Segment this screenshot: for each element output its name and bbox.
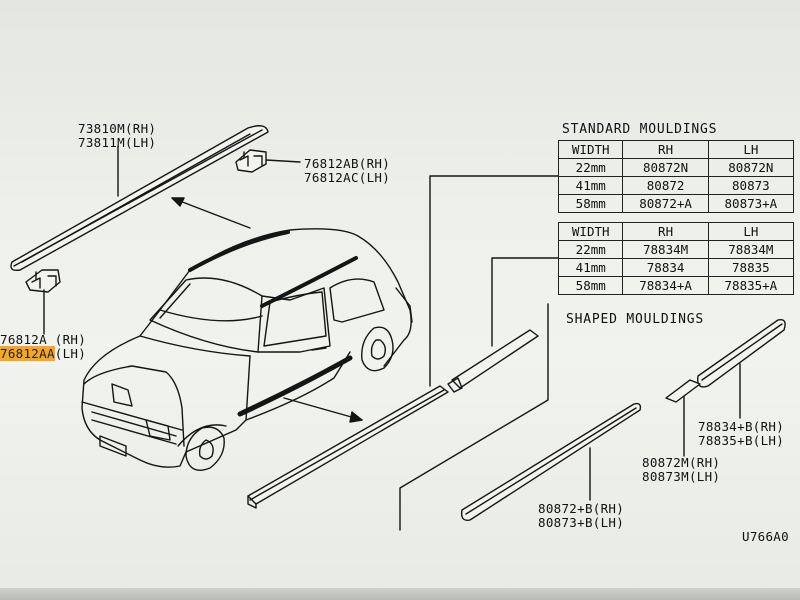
roof-moulding-label-lh: 73811M(LH) [78, 135, 157, 150]
table-row: 22mm 80872N 80872N [557, 158, 795, 177]
roof-moulding-label-rh: 73810M(RH) [78, 121, 157, 136]
table2-header-rh: RH [622, 222, 709, 241]
standard-table-2: WIDTH RH LH 22mm 78834M 78834M 41mm 7883… [557, 222, 795, 295]
roof-moulding-part [10, 125, 269, 272]
table1-header-width: WIDTH [557, 140, 624, 159]
shaped-upper-label-lh: 78835+B(LH) [698, 433, 785, 448]
shaped-upper-label-rh: 78834+B(RH) [698, 419, 785, 434]
table2-cell: 78834+A [622, 276, 709, 295]
table-row: 22mm 78834M 78834M [557, 240, 795, 259]
clip-left-label-lh: 76812AA(LH) [0, 346, 87, 361]
shaped-mid-label-lh: 80873M(LH) [642, 469, 721, 484]
clip-left-part [25, 269, 61, 335]
table-row: 41mm 80872 80873 [557, 176, 795, 195]
shaped-moulding-lower [460, 402, 642, 521]
table2-header-width: WIDTH [557, 222, 624, 241]
table2-cell: 78835 [707, 258, 795, 277]
table1-cell: 80872N [707, 158, 795, 177]
table1-cell: 80873 [707, 176, 795, 195]
table1-header-rh: RH [622, 140, 709, 159]
shaped-lower-label-lh: 80873+B(LH) [538, 515, 625, 530]
table2-cell: 78835+A [707, 276, 795, 295]
clip-right-label-rh: 76812AB(RH) [304, 156, 391, 171]
table1-cell: 22mm [557, 158, 624, 177]
table-row: 58mm 78834+A 78835+A [557, 276, 795, 295]
table2-cell: 78834M [707, 240, 795, 259]
side-arrow [283, 397, 363, 421]
table2-cell: 41mm [557, 258, 624, 277]
table1-cell: 80872N [622, 158, 709, 177]
clip-right-label-lh: 76812AC(LH) [304, 170, 391, 185]
table1-cell: 80873+A [707, 194, 795, 213]
car-body-outline [81, 228, 413, 471]
table2-cell: 78834M [622, 240, 709, 259]
highlighted-part-code[interactable]: 76812AA [0, 346, 55, 361]
shaped-moulding-upper [665, 319, 786, 403]
table1-cell: 58mm [557, 194, 624, 213]
table-row: 58mm 80872+A 80873+A [557, 194, 795, 213]
side-moulding-strip [237, 355, 353, 417]
monitor-bezel [0, 588, 800, 600]
table2-cell: 22mm [557, 240, 624, 259]
roof-arrow [171, 197, 251, 229]
standard-leader-2 [491, 257, 559, 347]
table2-cell: 58mm [557, 276, 624, 295]
shaped-lower-label-rh: 80872+B(RH) [538, 501, 625, 516]
clip-left-label-rh: 76812A (RH) [0, 332, 87, 347]
table2-cell: 78834 [622, 258, 709, 277]
standard-mouldings-title: STANDARD MOULDINGS [562, 122, 718, 137]
table1-cell: 80872+A [622, 194, 709, 213]
table1-header-lh: LH [707, 140, 795, 159]
clip-right-part [235, 149, 301, 173]
table1-cell: 80872 [622, 176, 709, 195]
shaped-mid-label-rh: 80872M(RH) [642, 455, 721, 470]
clip-left-side: (LH) [54, 346, 87, 361]
standard-moulding-lower [247, 385, 449, 509]
shaped-leader [399, 303, 549, 531]
standard-moulding-upper [447, 329, 539, 393]
standard-table-1: WIDTH RH LH 22mm 80872N 80872N 41mm 8087… [557, 140, 795, 213]
roof-strip [188, 230, 290, 272]
shaped-mouldings-title: SHAPED MOULDINGS [566, 312, 705, 327]
standard-leader-1 [429, 175, 559, 387]
table1-cell: 41mm [557, 176, 624, 195]
diagram-code: U766A0 [742, 529, 789, 544]
table-row: 41mm 78834 78835 [557, 258, 795, 277]
table2-header-lh: LH [707, 222, 795, 241]
